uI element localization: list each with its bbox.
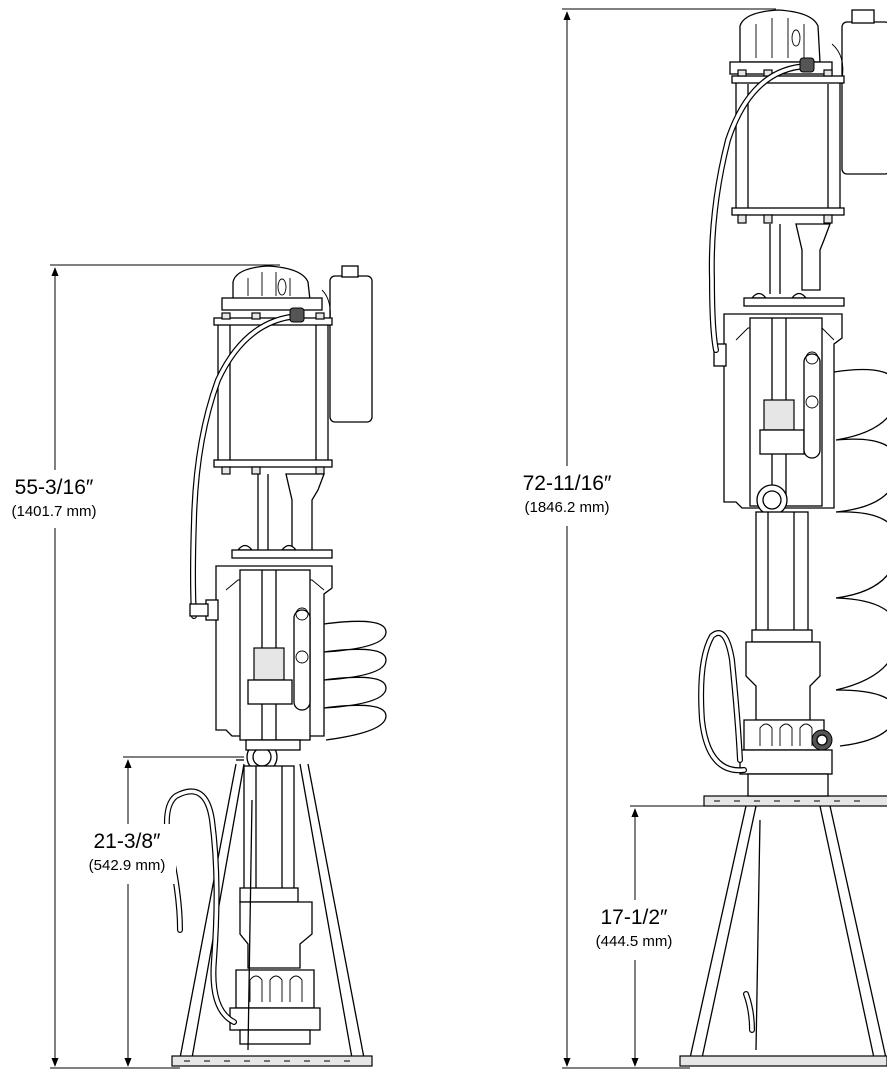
right-total-metric-label: (1846.2 mm) (524, 499, 609, 516)
left-total-metric-label: (1401.7 mm) (11, 503, 96, 520)
right-base-imperial-label: 17-1/2″ (601, 906, 669, 929)
left-outlet-metric-label: (542.9 mm) (89, 857, 166, 874)
left-outlet-height-dimension (123, 756, 244, 1067)
right-total-height-dimension (562, 8, 776, 1069)
left-total-imperial-label: 55-3/16″ (15, 476, 94, 499)
left-outlet-imperial-label: 21-3/8″ (94, 830, 162, 853)
left-total-height-dimension (50, 264, 280, 1069)
right-total-imperial-label: 72-11/16″ (523, 472, 612, 495)
right-pump-assembly (679, 9, 887, 1067)
right-base-metric-label: (444.5 mm) (596, 933, 673, 950)
left-pump-assembly (163, 265, 387, 1067)
